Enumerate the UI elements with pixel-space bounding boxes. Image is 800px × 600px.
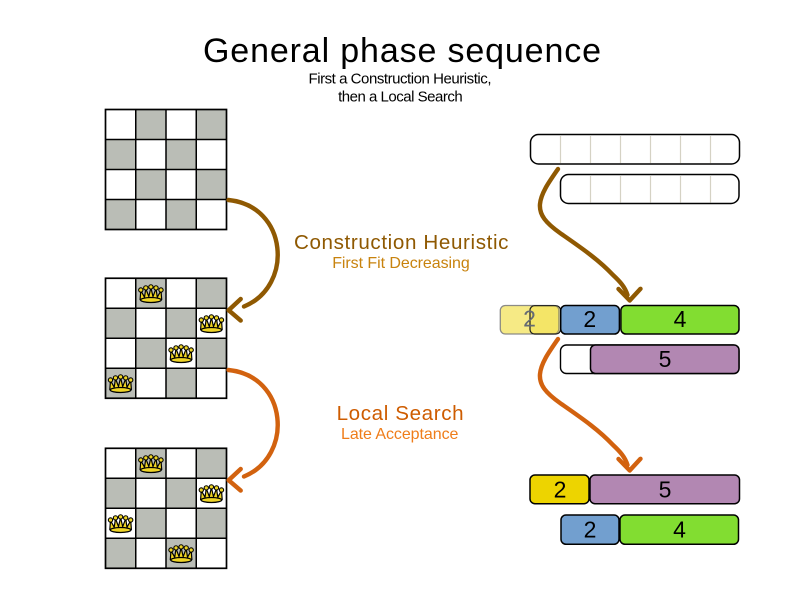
- svg-text:2: 2: [554, 476, 567, 502]
- svg-text:First Fit Decreasing: First Fit Decreasing: [332, 255, 470, 272]
- svg-text:2: 2: [583, 306, 596, 332]
- svg-text:then a Local Search: then a Local Search: [338, 88, 463, 105]
- svg-text:General phase sequence: General phase sequence: [203, 32, 601, 70]
- svg-text:Local Search: Local Search: [337, 402, 464, 425]
- svg-text:Construction Heuristic: Construction Heuristic: [294, 231, 509, 254]
- svg-text:4: 4: [673, 517, 686, 543]
- svg-text:5: 5: [659, 346, 672, 372]
- svg-text:2: 2: [584, 517, 597, 543]
- svg-text:Late Acceptance: Late Acceptance: [341, 426, 458, 443]
- svg-text:2: 2: [523, 306, 536, 332]
- svg-text:4: 4: [674, 306, 687, 332]
- svg-text:5: 5: [659, 476, 672, 502]
- svg-text:First a Construction Heuristic: First a Construction Heuristic,: [309, 71, 492, 88]
